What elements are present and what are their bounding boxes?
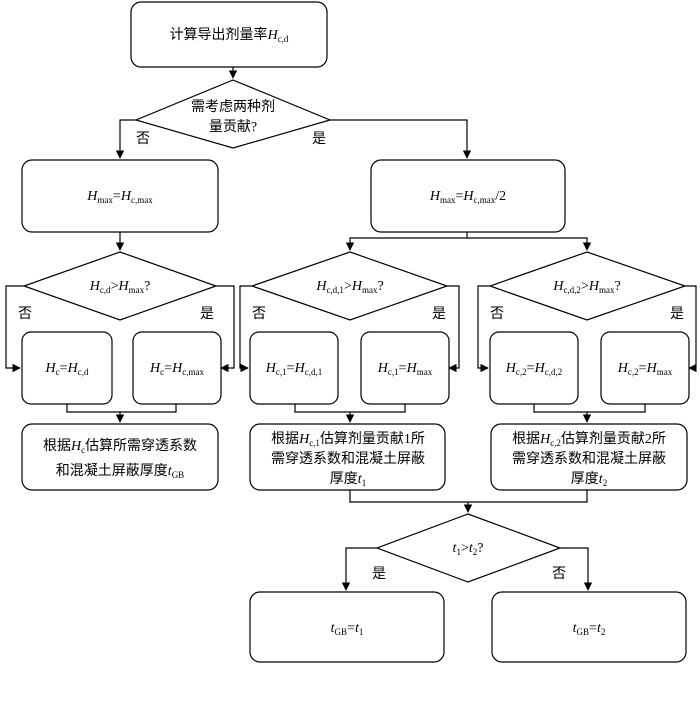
estimate-right-line1: 根据Hc,2估算剂量贡献2所	[512, 431, 666, 448]
estimate-mid-line2: 需穿透系数和混凝土屏蔽	[271, 451, 425, 467]
label-main-no: 否	[136, 132, 150, 147]
result-right-box: tGB=t2	[491, 591, 687, 663]
label-right-yes: 是	[670, 307, 684, 322]
main-decision: 需考虑两种剂 量贡献?	[134, 79, 332, 149]
decision-t-text: t1>t2?	[453, 541, 484, 557]
box-hc-hcd: Hc=Hc,d	[21, 331, 113, 405]
estimate-right-box: 根据Hc,2估算剂量贡献2所 需穿透系数和混凝土屏蔽 厚度t2	[490, 423, 688, 491]
merge-left	[66, 404, 177, 413]
estimate-mid-line1: 根据Hc,1估算剂量贡献1所	[271, 431, 425, 448]
label-t-yes: 是	[372, 567, 386, 582]
merge-estimates	[349, 490, 588, 503]
main-decision-line1: 需考虑两种剂	[191, 99, 275, 115]
right-assign-box: Hmax=Hc,max/2	[370, 159, 566, 233]
start-text: 计算导出剂量率Hc,d	[170, 26, 289, 44]
start-box: 计算导出剂量率Hc,d	[130, 1, 328, 68]
arrow-main-no	[115, 119, 136, 159]
box-hc1-hcd1: Hc,1=Hc,d,1	[249, 331, 339, 405]
estimate-left-box: 根据Hc估算所需穿透系数 和混凝土屏蔽厚度tGB	[21, 423, 219, 491]
arrow-mid-no	[239, 285, 252, 373]
left-assign-text: Hmax=Hc,max	[86, 189, 153, 205]
left-assign-box: Hmax=Hc,max	[21, 159, 219, 233]
decision-left-text: Hc,d>Hmax?	[89, 279, 151, 295]
result-left-box: tGB=t1	[249, 591, 445, 663]
merge-mid	[294, 404, 406, 413]
arrow-right-no	[477, 285, 490, 373]
label-mid-yes: 是	[432, 307, 446, 322]
box-hc2-hcd2-text: Hc,2=Hc,d,2	[505, 361, 562, 377]
decision-t: t1>t2?	[375, 513, 562, 583]
box-hc-hcmax-text: Hc=Hc,max	[149, 361, 204, 377]
decision-left: Hc,d>Hmax?	[22, 251, 218, 321]
arrow-left-no	[5, 285, 24, 373]
estimate-right-line3: 厚度t2	[571, 471, 607, 488]
label-main-yes: 是	[312, 132, 326, 147]
label-left-yes: 是	[200, 307, 214, 322]
connectors	[5, 67, 697, 591]
decision-mid-text: Hc,d,1>Hmax?	[315, 279, 383, 295]
arrow-t-yes	[341, 547, 377, 591]
estimate-left-line2: 和混凝土屏蔽厚度tGB	[56, 463, 184, 480]
decision-right-text: Hc,d,2>Hmax?	[552, 279, 620, 295]
arrow-mid-yes	[447, 285, 460, 373]
arrow-left-yes	[216, 285, 235, 373]
label-right-no: 否	[490, 307, 504, 322]
estimate-left-line1: 根据Hc估算所需穿透系数	[43, 438, 197, 455]
arrow-t-no	[560, 547, 593, 591]
arrow-right-assign-right	[467, 237, 592, 251]
estimate-mid-line3: 厚度t1	[330, 471, 366, 488]
box-hc1-hmax: Hc,1=Hmax	[360, 331, 450, 405]
box-hc2-hmax-text: Hc,2=Hmax	[617, 361, 673, 377]
box-hc2-hcd2: Hc,2=Hc,d,2	[489, 331, 579, 405]
estimate-right-line2: 需穿透系数和混凝土屏蔽	[512, 451, 666, 467]
label-left-no: 否	[18, 307, 32, 322]
right-assign-text: Hmax=Hc,max/2	[429, 189, 506, 205]
box-hc1-hcd1-text: Hc,1=Hc,d,1	[265, 361, 322, 377]
box-hc2-hmax: Hc,2=Hmax	[600, 331, 690, 405]
decision-right: Hc,d,2>Hmax?	[488, 251, 687, 321]
box-hc-hcd-text: Hc=Hc,d	[45, 361, 89, 377]
result-right-text: tGB=t2	[573, 621, 606, 637]
main-decision-line2: 量贡献?	[209, 119, 257, 135]
box-hc1-hmax-text: Hc,1=Hmax	[377, 361, 433, 377]
arrow-main-yes	[330, 119, 472, 159]
merge-right	[533, 404, 646, 413]
label-mid-no: 否	[252, 307, 266, 322]
decision-mid: Hc,d,1>Hmax?	[250, 251, 449, 321]
label-t-no: 否	[552, 567, 566, 582]
arrow-right-assign-mid	[345, 232, 468, 251]
arrow-right-yes	[685, 285, 697, 373]
result-left-text: tGB=t1	[331, 621, 364, 637]
box-hc-hcmax: Hc=Hc,max	[132, 331, 222, 405]
estimate-mid-box: 根据Hc,1估算剂量贡献1所 需穿透系数和混凝土屏蔽 厚度t1	[249, 423, 446, 491]
